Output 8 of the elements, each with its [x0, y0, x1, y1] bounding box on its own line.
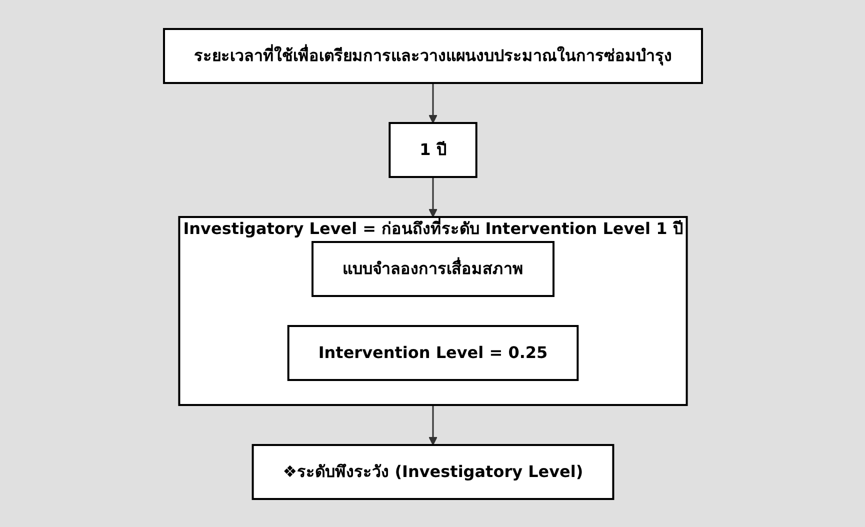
arrow — [428, 82, 437, 123]
node-box: ระยะเวลาที่ใช้เพื่อเตรียมการและวางแผนงบประมาณในการซ่อมบำรุง — [162, 28, 702, 84]
arrow — [428, 404, 437, 445]
arrow — [428, 176, 437, 217]
node-box: แบบจำลองการเสื่อมสภาพ — [311, 240, 554, 296]
node-box: 1 ปี — [388, 122, 477, 178]
node-box: Intervention Level = 0.25 — [286, 324, 578, 380]
node-box: ❖ระดับพึงระวัง (Investigatory Level) — [251, 444, 614, 500]
